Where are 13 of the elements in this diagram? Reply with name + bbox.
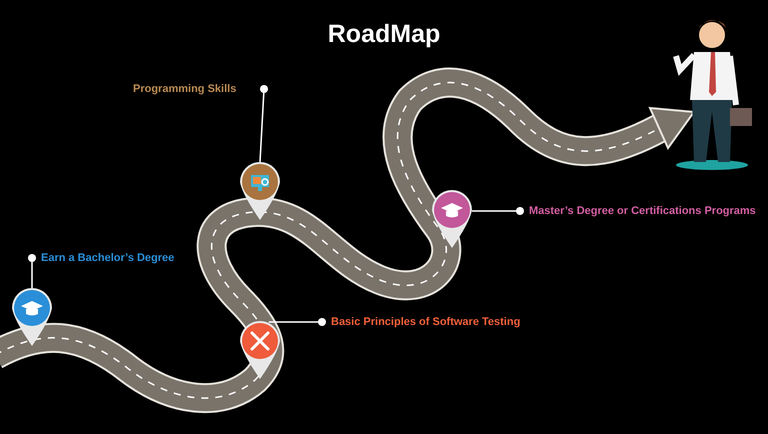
leader-line: [28, 254, 36, 288]
milestone-label: Basic Principles of Software Testing: [331, 315, 520, 329]
title: RoadMap: [326, 20, 442, 49]
milestone-label: Programming Skills: [133, 82, 236, 96]
leader-line: [259, 85, 268, 162]
map-pin: [430, 188, 474, 250]
milestone-label: Earn a Bachelor’s Degree: [41, 251, 174, 265]
map-pin: [10, 286, 54, 348]
map-pin: [238, 319, 282, 381]
milestone-label: Master’s Degree or Certifications Programs: [529, 204, 756, 218]
map-pin: [238, 160, 282, 222]
leader-line: [472, 207, 524, 215]
leader-line: [268, 318, 326, 326]
